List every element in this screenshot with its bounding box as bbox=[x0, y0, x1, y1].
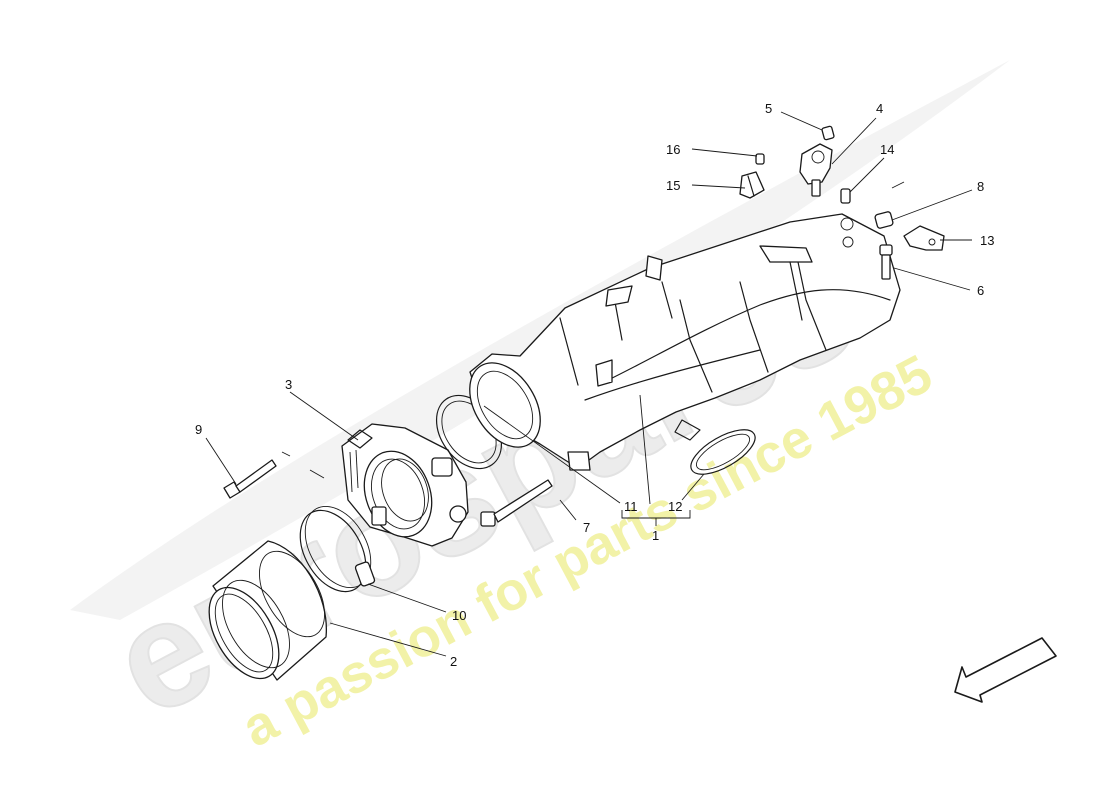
part-12-oring bbox=[690, 429, 756, 475]
callout-11: 11 bbox=[624, 499, 638, 514]
callout-7: 7 bbox=[583, 520, 590, 535]
callout-8: 8 bbox=[977, 179, 984, 194]
callout-13: 13 bbox=[980, 233, 994, 248]
part-13-bracket bbox=[903, 225, 945, 251]
callout-16: 16 bbox=[666, 142, 680, 157]
part-16-screw bbox=[755, 153, 765, 165]
part-3-throttle-body bbox=[341, 423, 469, 547]
part-5-screw bbox=[821, 125, 835, 141]
direction-arrow-icon bbox=[954, 637, 1057, 703]
callout-14: 14 bbox=[880, 142, 894, 157]
part-7-bolt bbox=[480, 479, 553, 527]
part-6-bolt bbox=[879, 244, 893, 280]
part-4-sensor bbox=[799, 143, 833, 197]
leader-lines bbox=[205, 111, 973, 657]
callout-4: 4 bbox=[876, 101, 883, 116]
callout-2: 2 bbox=[450, 654, 457, 669]
callout-15: 15 bbox=[666, 178, 680, 193]
part-9-bolt bbox=[223, 459, 277, 499]
callout-9: 9 bbox=[195, 422, 202, 437]
part-14-screw bbox=[840, 188, 851, 204]
callout-3: 3 bbox=[285, 377, 292, 392]
part-2-hose bbox=[208, 540, 327, 681]
part-15-bracket bbox=[739, 171, 765, 199]
callout-5: 5 bbox=[765, 101, 772, 116]
callout-1: 1 bbox=[652, 528, 659, 543]
callout-6: 6 bbox=[977, 283, 984, 298]
callout-10: 10 bbox=[452, 608, 466, 623]
callout-labels: 1 2 3 4 5 6 7 8 9 10 11 12 13 14 15 16 bbox=[195, 101, 994, 669]
part-8-plug bbox=[874, 211, 894, 229]
part-10-hose-clamp bbox=[299, 505, 376, 593]
part-1-intake-manifold bbox=[469, 213, 901, 471]
callout-12: 12 bbox=[668, 499, 682, 514]
